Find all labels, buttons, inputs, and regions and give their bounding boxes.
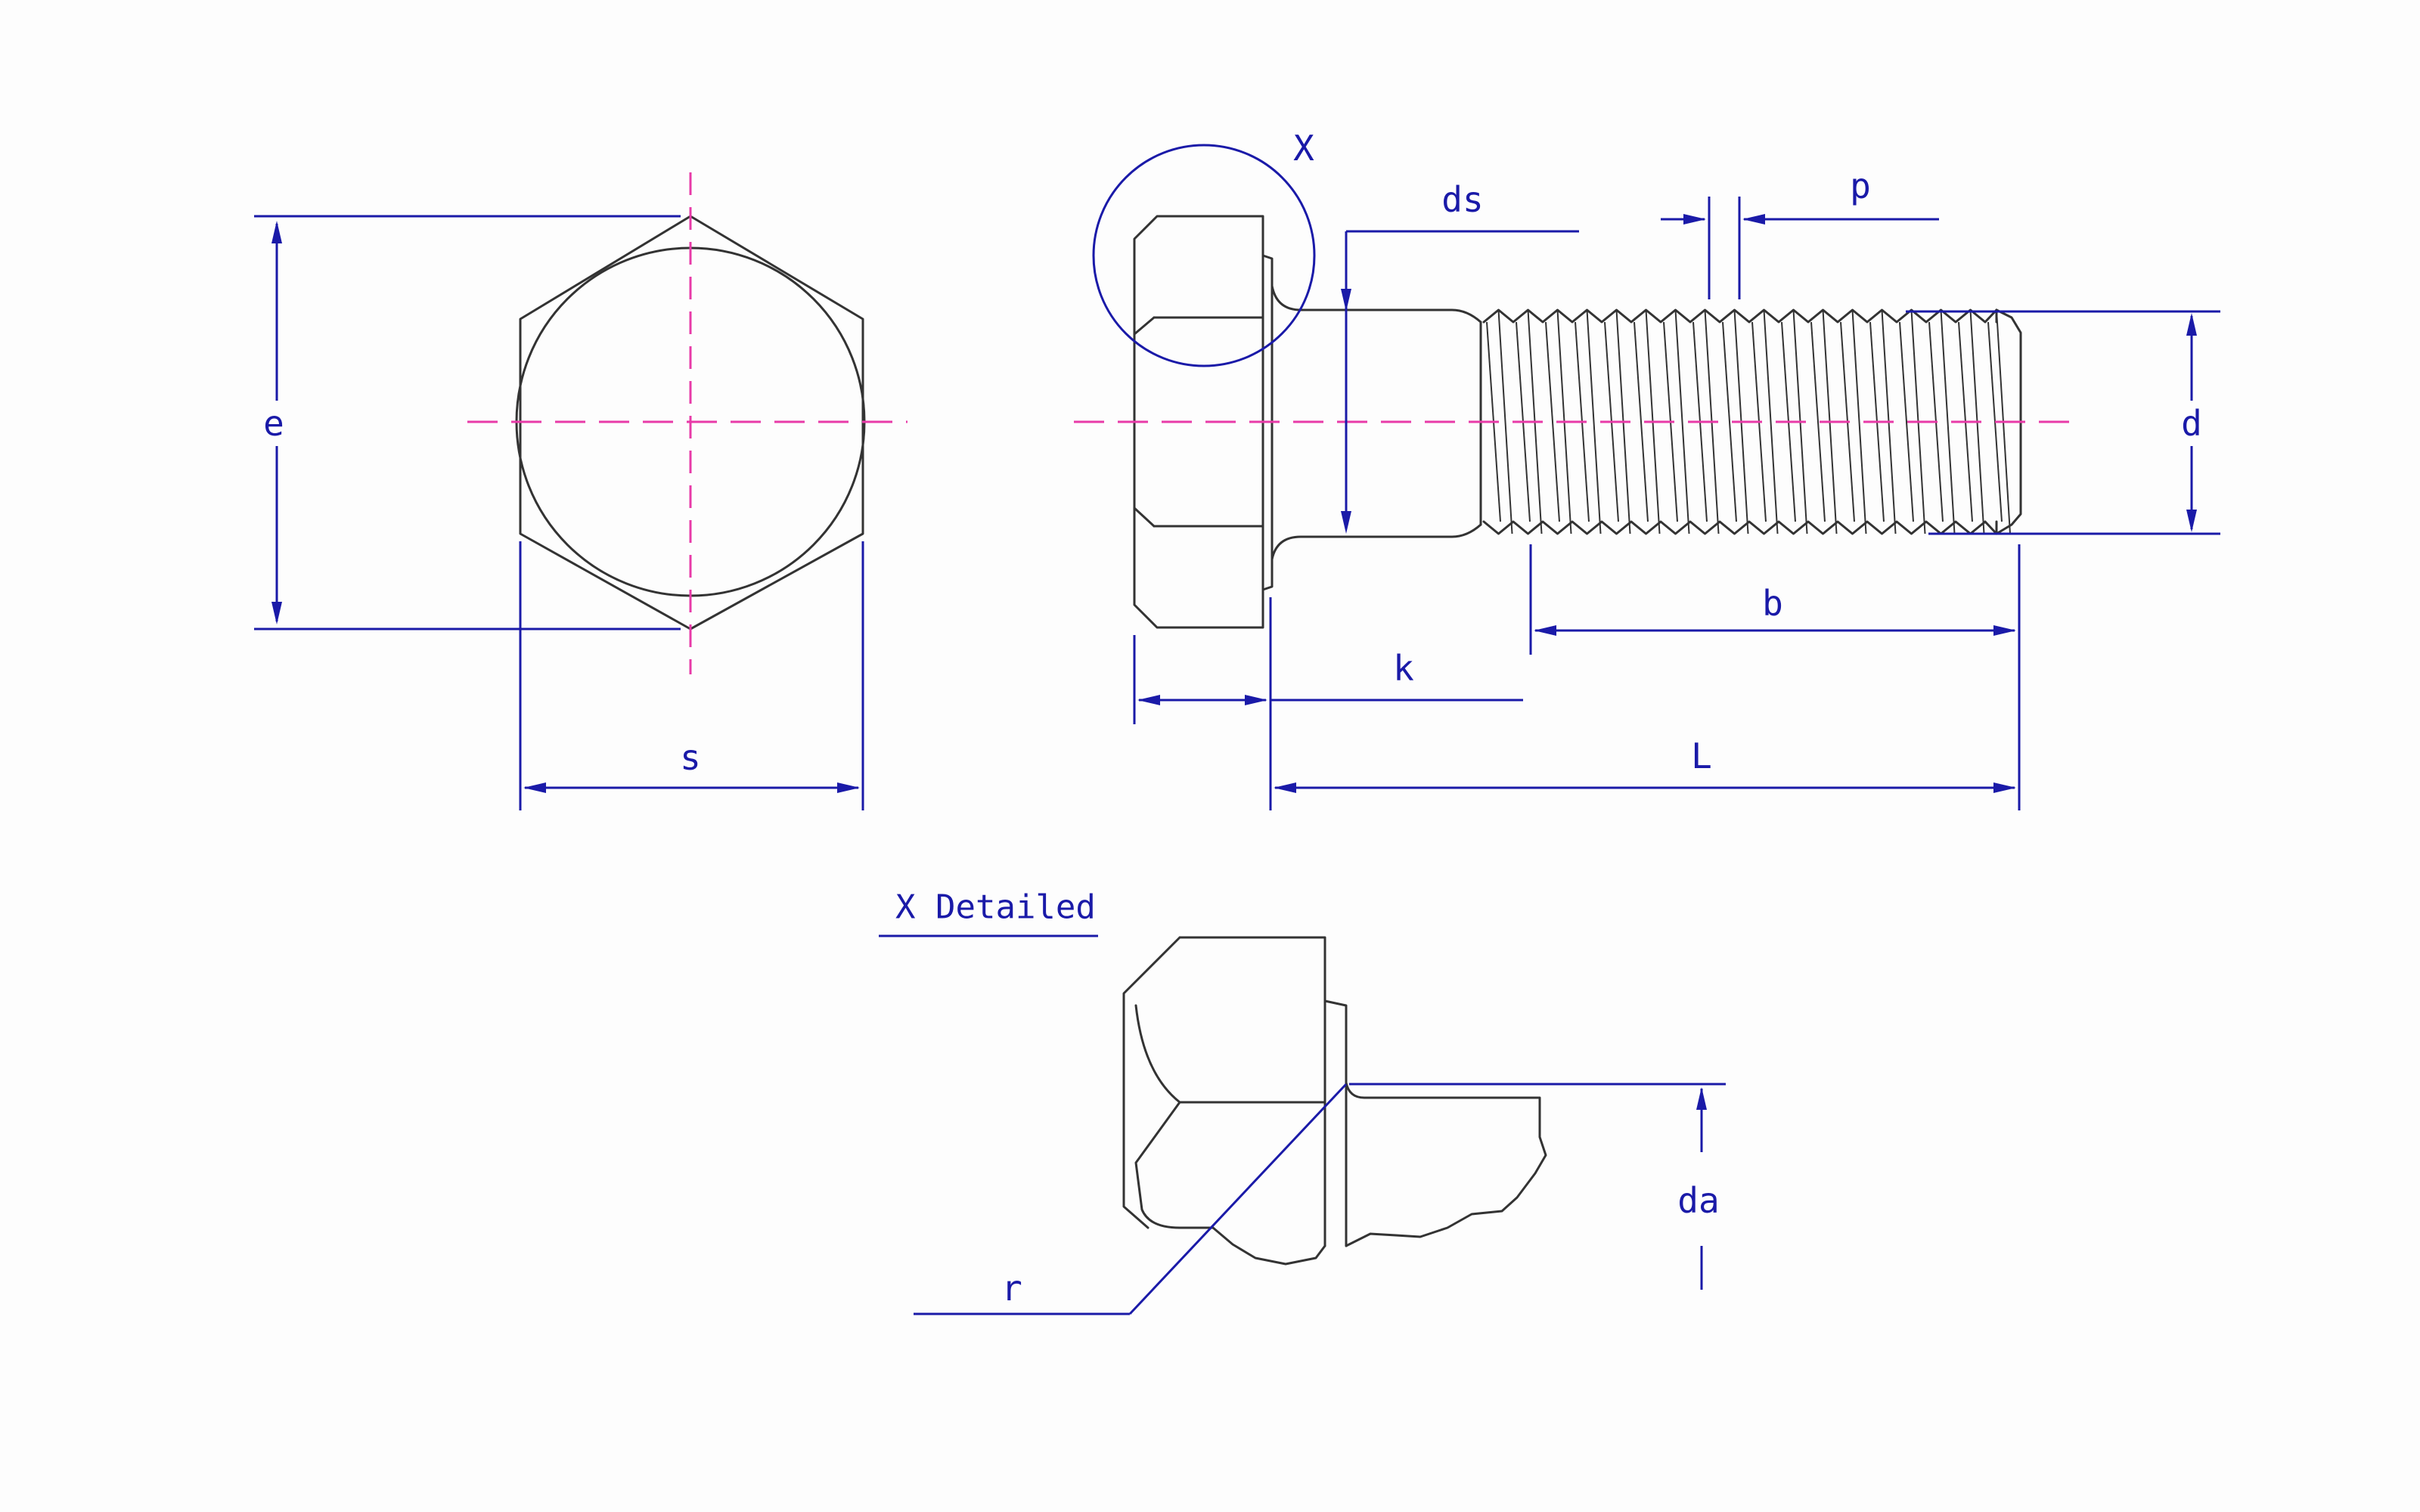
thread-flank	[1763, 309, 1779, 534]
thread-flank	[1634, 321, 1649, 522]
dimension-d: d	[1906, 310, 2220, 535]
detail-x-marker: X	[1092, 128, 1316, 367]
bolt-side-view	[1074, 215, 2072, 629]
thread-flank	[1497, 309, 1513, 534]
dimension-e: e	[254, 215, 681, 631]
thread-flank	[1810, 321, 1826, 522]
label-k: k	[1393, 648, 1414, 689]
bolt-head-side	[1133, 215, 1264, 629]
thread-flank	[1899, 321, 1914, 522]
thread-end-chamfer	[1995, 308, 2022, 535]
thread-flank	[1722, 321, 1737, 522]
dimension-L: L	[1274, 736, 2016, 793]
label-e: e	[263, 403, 284, 444]
thread-flank	[1940, 309, 1956, 534]
radius-leader	[1128, 1083, 1348, 1315]
label-r: r	[1001, 1268, 1022, 1309]
detail-x-view: X Detailed da r	[879, 888, 1726, 1315]
detail-fillet	[1345, 1081, 1547, 1247]
label-ds: ds	[1441, 179, 1483, 220]
bolt-shank	[1270, 284, 1482, 324]
hex-head-front-view	[467, 172, 908, 674]
thread-flank	[1586, 309, 1602, 534]
thread-crest-top	[1482, 308, 1998, 324]
thread-crest-bottom	[1482, 520, 1998, 535]
dimension-b: b	[1529, 544, 2021, 810]
label-L: L	[1691, 736, 1712, 776]
dimension-s: s	[519, 541, 864, 810]
detail-title: X Detailed	[895, 888, 1096, 927]
label-da: da	[1677, 1180, 1719, 1221]
label-b: b	[1762, 583, 1783, 624]
thread-flank	[1545, 321, 1560, 522]
dimension-ds: ds	[1341, 179, 1579, 534]
dimension-k: k	[1133, 597, 1523, 810]
label-p: p	[1850, 166, 1871, 206]
thread-flank	[1851, 309, 1867, 534]
label-x: X	[1293, 128, 1314, 169]
dimension-p: p	[1661, 166, 1939, 299]
label-d: d	[2181, 403, 2202, 444]
label-s: s	[680, 737, 701, 778]
thread-flank	[1674, 309, 1690, 534]
detail-head	[1122, 936, 1326, 1247]
